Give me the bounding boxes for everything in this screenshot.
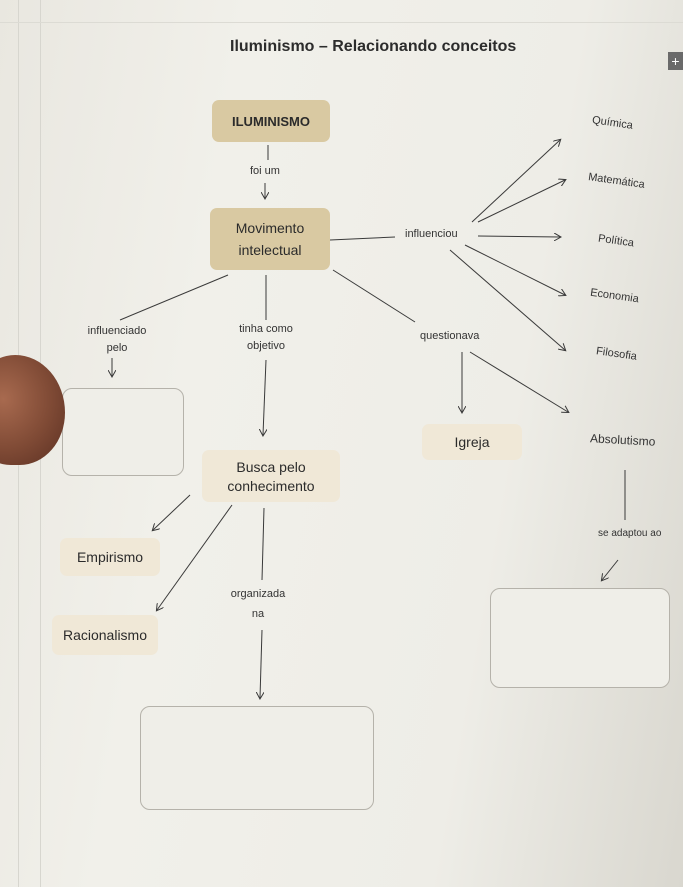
node-igreja-label: Igreja [454, 434, 490, 450]
link-se-adaptou: se adaptou ao [598, 528, 662, 539]
node-movimento-line2: intelectual [238, 242, 302, 258]
node-movimento-intelectual: Movimento intelectual [210, 208, 330, 270]
link-questionava: questionava [420, 330, 480, 342]
link-organizada-line2: na [251, 608, 265, 620]
blank-box-organizada[interactable] [140, 706, 374, 810]
node-empirismo: Empirismo [60, 538, 160, 576]
link-organizada-na: organizada na [226, 588, 290, 620]
link-tinha-line1: tinha como [239, 323, 293, 335]
link-influenciado-line2: pelo [106, 342, 128, 354]
blank-box-absolutismo[interactable] [490, 588, 670, 688]
node-iluminismo-label: ILUMINISMO [232, 113, 310, 129]
node-busca-line2: conhecimento [227, 477, 315, 494]
node-empirismo-label: Empirismo [76, 549, 144, 565]
node-movimento-line1: Movimento [235, 220, 305, 236]
node-busca-conhecimento: Busca pelo conhecimento [202, 450, 340, 502]
node-iluminismo: ILUMINISMO [212, 100, 330, 142]
blank-box-influenciado[interactable] [62, 388, 184, 476]
link-tinha-como-objetivo: tinha como objetivo [236, 323, 296, 352]
link-tinha-line2: objetivo [247, 340, 285, 352]
node-igreja: Igreja [422, 424, 522, 460]
link-foi-um: foi um [250, 165, 280, 177]
grid-line [0, 22, 683, 23]
page-title: Iluminismo – Relacionando conceitos [230, 38, 517, 55]
node-racionalismo: Racionalismo [52, 615, 158, 655]
link-influenciado: influenciado pelo [87, 325, 147, 354]
plus-icon: + [668, 52, 683, 70]
link-organizada-line1: organizada [230, 588, 286, 600]
node-racionalismo-label: Racionalismo [62, 627, 148, 643]
node-busca-line1: Busca pelo [236, 458, 306, 475]
link-influenciado-line1: influenciado [87, 325, 147, 337]
link-influenciou: influenciou [405, 228, 458, 240]
